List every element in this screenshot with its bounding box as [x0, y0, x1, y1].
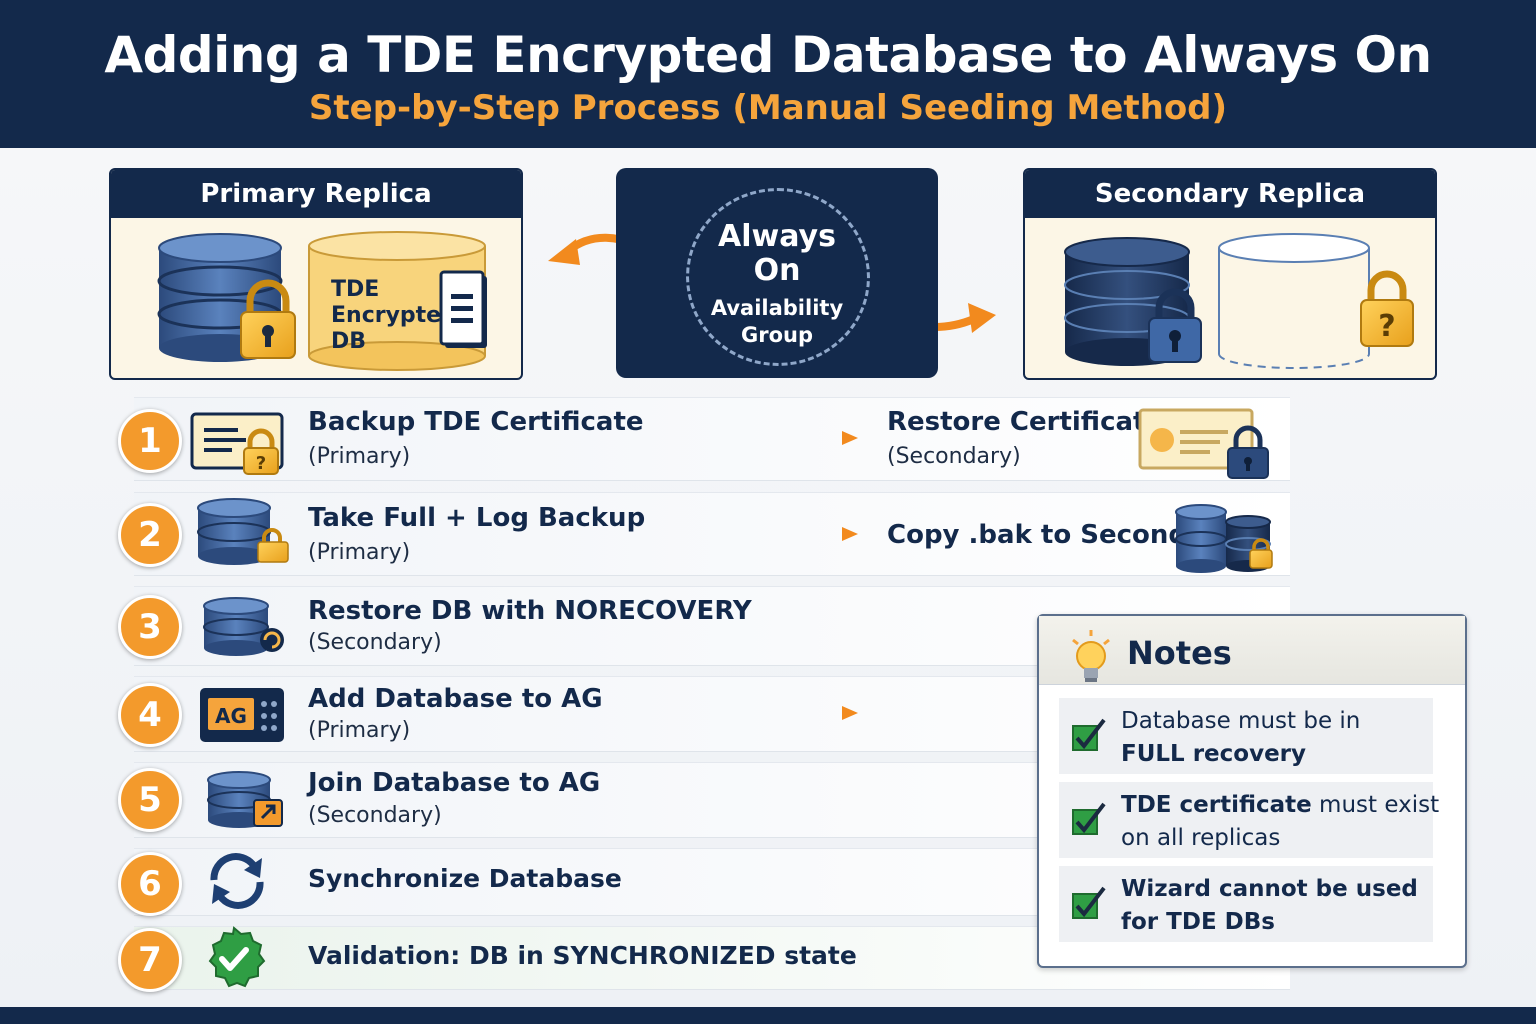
- note-2-line-2: on all replicas: [1121, 825, 1281, 851]
- question-lock-icon: ?: [1360, 270, 1414, 347]
- sync-icon: [210, 853, 264, 909]
- step-number-7: 7: [118, 928, 182, 992]
- notes-header: Notes: [1039, 616, 1465, 685]
- tde-db-label-2: Encrypted: [331, 303, 457, 328]
- step-7-title: Validation: DB in SYNCHRONIZED state: [308, 941, 857, 970]
- note-2-bold: TDE certificate: [1121, 792, 1312, 818]
- note-1-line-1: Database must be in: [1121, 708, 1361, 734]
- tde-db-label-1: TDE: [331, 277, 379, 302]
- step-1-arrow-icon: [604, 431, 858, 445]
- ag-line-1: Always: [718, 219, 836, 254]
- step-6-title: Synchronize Database: [308, 864, 622, 893]
- ag-line-2: On: [753, 253, 801, 288]
- step-number-6: 6: [118, 852, 182, 916]
- note-1-line-2: FULL recovery: [1121, 741, 1307, 767]
- backup-database-icon: [197, 498, 289, 565]
- step-1-sub: (Primary): [308, 444, 411, 469]
- step-number-1: 1: [118, 409, 182, 473]
- step-5-sub: (Secondary): [308, 803, 442, 828]
- step-number-2: 2: [118, 503, 182, 567]
- page-title: Adding a TDE Encrypted Database to Alway…: [104, 26, 1432, 84]
- note-item-3: Wizard cannot be used for TDE DBs: [1059, 866, 1433, 942]
- ag-subtitle: Availability Group: [616, 295, 938, 349]
- primary-replica-label: Primary Replica: [111, 170, 521, 218]
- note-2-rest: must exist: [1311, 792, 1440, 818]
- step-1-right-sub: (Secondary): [887, 444, 1021, 469]
- lightbulb-icon: [1072, 630, 1110, 682]
- tde-encrypted-db-icon: TDE Encrypted DB: [308, 231, 486, 371]
- secondary-db-illustration: ?: [1064, 233, 1414, 369]
- ag-line-4: Group: [740, 323, 813, 347]
- check-icon: [1072, 718, 1106, 751]
- copy-databases-icon: [1175, 504, 1273, 573]
- step-3-title: Restore DB with NORECOVERY: [308, 596, 752, 626]
- footer-bar: [0, 1007, 1536, 1024]
- step-number-3: 3: [118, 595, 182, 659]
- ag-title: Always On: [616, 220, 938, 288]
- primary-replica-panel: Primary Replica TDE Encrypted DB: [109, 168, 523, 380]
- ag-dashed-circle: [686, 188, 870, 366]
- step-4-title: Add Database to AG: [308, 684, 603, 714]
- tde-db-label-3: DB: [331, 329, 366, 354]
- ag-icon-text: AG: [215, 704, 247, 728]
- ag-line-3: Availability: [710, 296, 844, 320]
- step-4-arrow-icon: [616, 706, 858, 720]
- note-2-line-1: TDE certificate must exist: [1121, 792, 1439, 818]
- note-3-line-1: Wizard cannot be used: [1121, 876, 1418, 902]
- validation-check-icon: [208, 926, 266, 988]
- secondary-replica-panel: Secondary Replica ?: [1023, 168, 1437, 380]
- note-item-1: Database must be in FULL recovery: [1059, 698, 1433, 774]
- step-1-right-title: Restore Certificate: [887, 407, 1164, 437]
- step-number-5: 5: [118, 768, 182, 832]
- restore-database-icon: [203, 597, 284, 656]
- always-on-ag-box: Always On Availability Group: [616, 168, 938, 378]
- note-3-line-2: for TDE DBs: [1121, 909, 1275, 935]
- lock-icon: [240, 279, 296, 359]
- document-icon: [439, 270, 487, 348]
- step-2-arrow-icon: [604, 527, 858, 541]
- certificate-icon: ?: [190, 412, 284, 475]
- primary-db-illustration: TDE Encrypted DB: [157, 231, 487, 371]
- join-database-icon: [207, 771, 283, 828]
- step-3-sub: (Secondary): [308, 630, 442, 655]
- availability-group-icon: AG: [200, 688, 284, 742]
- step-row-1: [134, 397, 1290, 481]
- page-subtitle: Step-by-Step Process (Manual Seeding Met…: [308, 88, 1228, 128]
- step-5-title: Join Database to AG: [308, 768, 601, 798]
- question-mark: ?: [1378, 309, 1395, 344]
- check-icon: [1072, 886, 1106, 919]
- header: Adding a TDE Encrypted Database to Alway…: [0, 0, 1536, 148]
- notes-panel: Notes Database must be in FULL recovery …: [1037, 614, 1467, 968]
- step-number-4: 4: [118, 683, 182, 747]
- note-item-2: TDE certificate must exist on all replic…: [1059, 782, 1439, 858]
- restore-certificate-icon: [1138, 408, 1269, 479]
- step-1-title: Backup TDE Certificate: [308, 407, 644, 437]
- svg-text:?: ?: [256, 453, 266, 474]
- check-icon: [1072, 802, 1106, 835]
- step-2-title: Take Full + Log Backup: [308, 503, 646, 533]
- notes-title: Notes: [1127, 634, 1232, 672]
- step-4-sub: (Primary): [308, 718, 411, 743]
- step-2-sub: (Primary): [308, 540, 411, 565]
- empty-database-icon: [1218, 233, 1370, 369]
- secondary-replica-label: Secondary Replica: [1025, 170, 1435, 218]
- lock-icon: [1148, 288, 1202, 363]
